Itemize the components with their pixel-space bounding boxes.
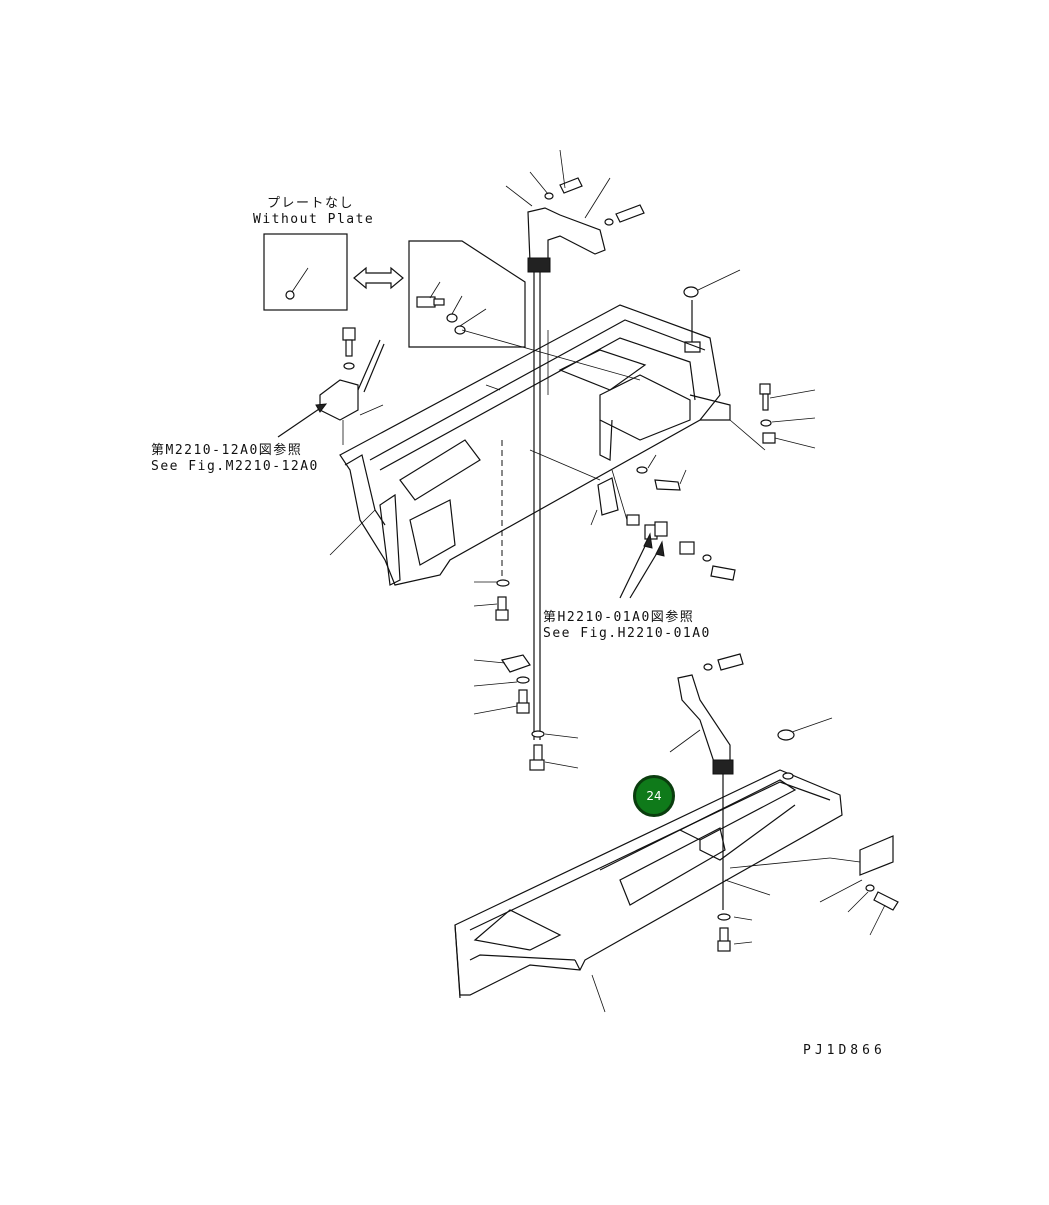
top-bracket-assembly: [505, 149, 645, 740]
without-plate-en: Without Plate: [253, 212, 375, 227]
reference-upper-en: See Fig.M2210-12A0: [151, 459, 319, 474]
drawing-code: PJ1D866: [803, 1043, 886, 1058]
middle-bracket: [529, 449, 736, 599]
reference-upper[interactable]: 第M2210-12A0図参照 See Fig.M2210-12A0: [151, 443, 319, 475]
upper-frame: [329, 269, 741, 586]
without-plate-inset: [263, 233, 348, 311]
reference-lower-jp: 第H2210-01A0図参照: [543, 610, 695, 625]
plate-detail-inset: [408, 240, 641, 381]
left-bracket: [277, 327, 385, 445]
without-plate-note: プレートなし Without Plate: [253, 196, 375, 228]
right-bolt-stack: [729, 383, 816, 451]
reference-upper-jp: 第M2210-12A0図参照: [151, 443, 303, 458]
swap-arrow-icon: [353, 266, 404, 290]
left-lower-fasteners: [473, 440, 579, 771]
reference-lower-en: See Fig.H2210-01A0: [543, 626, 711, 641]
part-callout-button[interactable]: 24: [633, 775, 675, 817]
lower-support-bracket: [669, 653, 744, 910]
lower-frame: [454, 717, 899, 1013]
reference-lower[interactable]: 第H2210-01A0図参照 See Fig.H2210-01A0: [543, 610, 711, 642]
without-plate-jp: プレートなし: [266, 196, 354, 211]
